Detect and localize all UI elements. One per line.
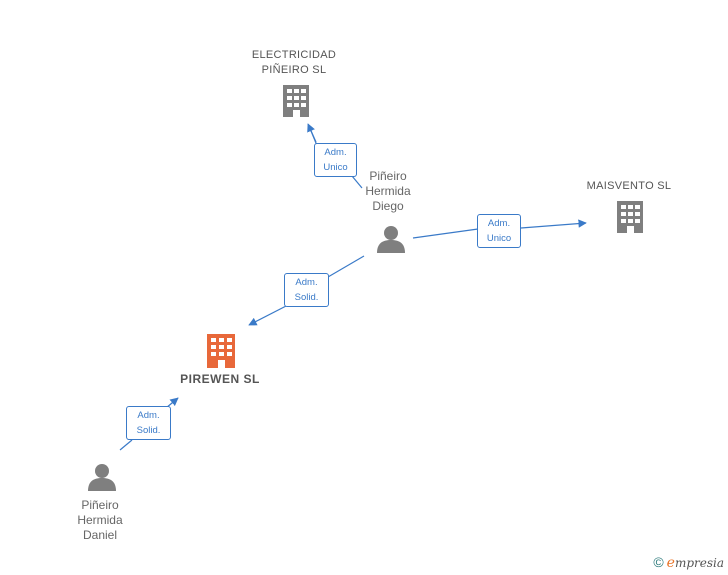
node-label-daniel[interactable]: Piñeiro Hermida Daniel (77, 498, 123, 542)
node-label-electricidad[interactable]: ELECTRICIDAD PIÑEIRO SL (251, 49, 337, 76)
edge-label-diego-electricidad: Adm. Unico (314, 143, 357, 177)
edge-label-diego-pirewen: Adm. Solid. (284, 273, 329, 307)
edge-daniel-pirewen-a (119, 439, 133, 451)
edge-label-line: Unico (486, 233, 512, 244)
edge-label-diego-maisvento: Adm. Unico (477, 214, 521, 248)
edge-label-line: Solid. (136, 425, 161, 436)
edge-label-line: Adm. (487, 218, 511, 229)
edge-diego-maisvento-a (412, 228, 479, 239)
edge-diego-pirewen-b (248, 303, 291, 326)
brand-logo-initial: e (666, 555, 675, 571)
edge-label-line: Solid. (294, 292, 319, 303)
edge-label-line: Adm. (295, 277, 318, 288)
edge-label-daniel-pirewen: Adm. Solid. (126, 406, 171, 440)
edge-label-line: Adm. (324, 147, 347, 158)
brand-logo-text: mpresia (674, 556, 724, 570)
footer-brand: ©empresia (653, 554, 724, 571)
edge-label-line: Unico (323, 162, 348, 173)
node-label-pirewen[interactable]: PIREWEN SL (180, 372, 260, 386)
edge-diego-electricidad-arrow (307, 123, 317, 143)
person-icon[interactable] (88, 464, 116, 491)
edge-diego-maisvento-b (520, 219, 587, 229)
edge-label-line: Adm. (137, 410, 160, 421)
node-label-diego[interactable]: Piñeiro Hermida Diego (365, 169, 411, 213)
building-icon[interactable] (283, 85, 309, 117)
node-label-maisvento[interactable]: MAISVENTO SL (586, 180, 672, 192)
building-icon[interactable] (207, 334, 235, 368)
edge-diego-pirewen-a (327, 255, 365, 278)
copyright-icon: © (653, 554, 664, 570)
person-icon[interactable] (377, 226, 405, 253)
building-icon[interactable] (617, 201, 643, 233)
